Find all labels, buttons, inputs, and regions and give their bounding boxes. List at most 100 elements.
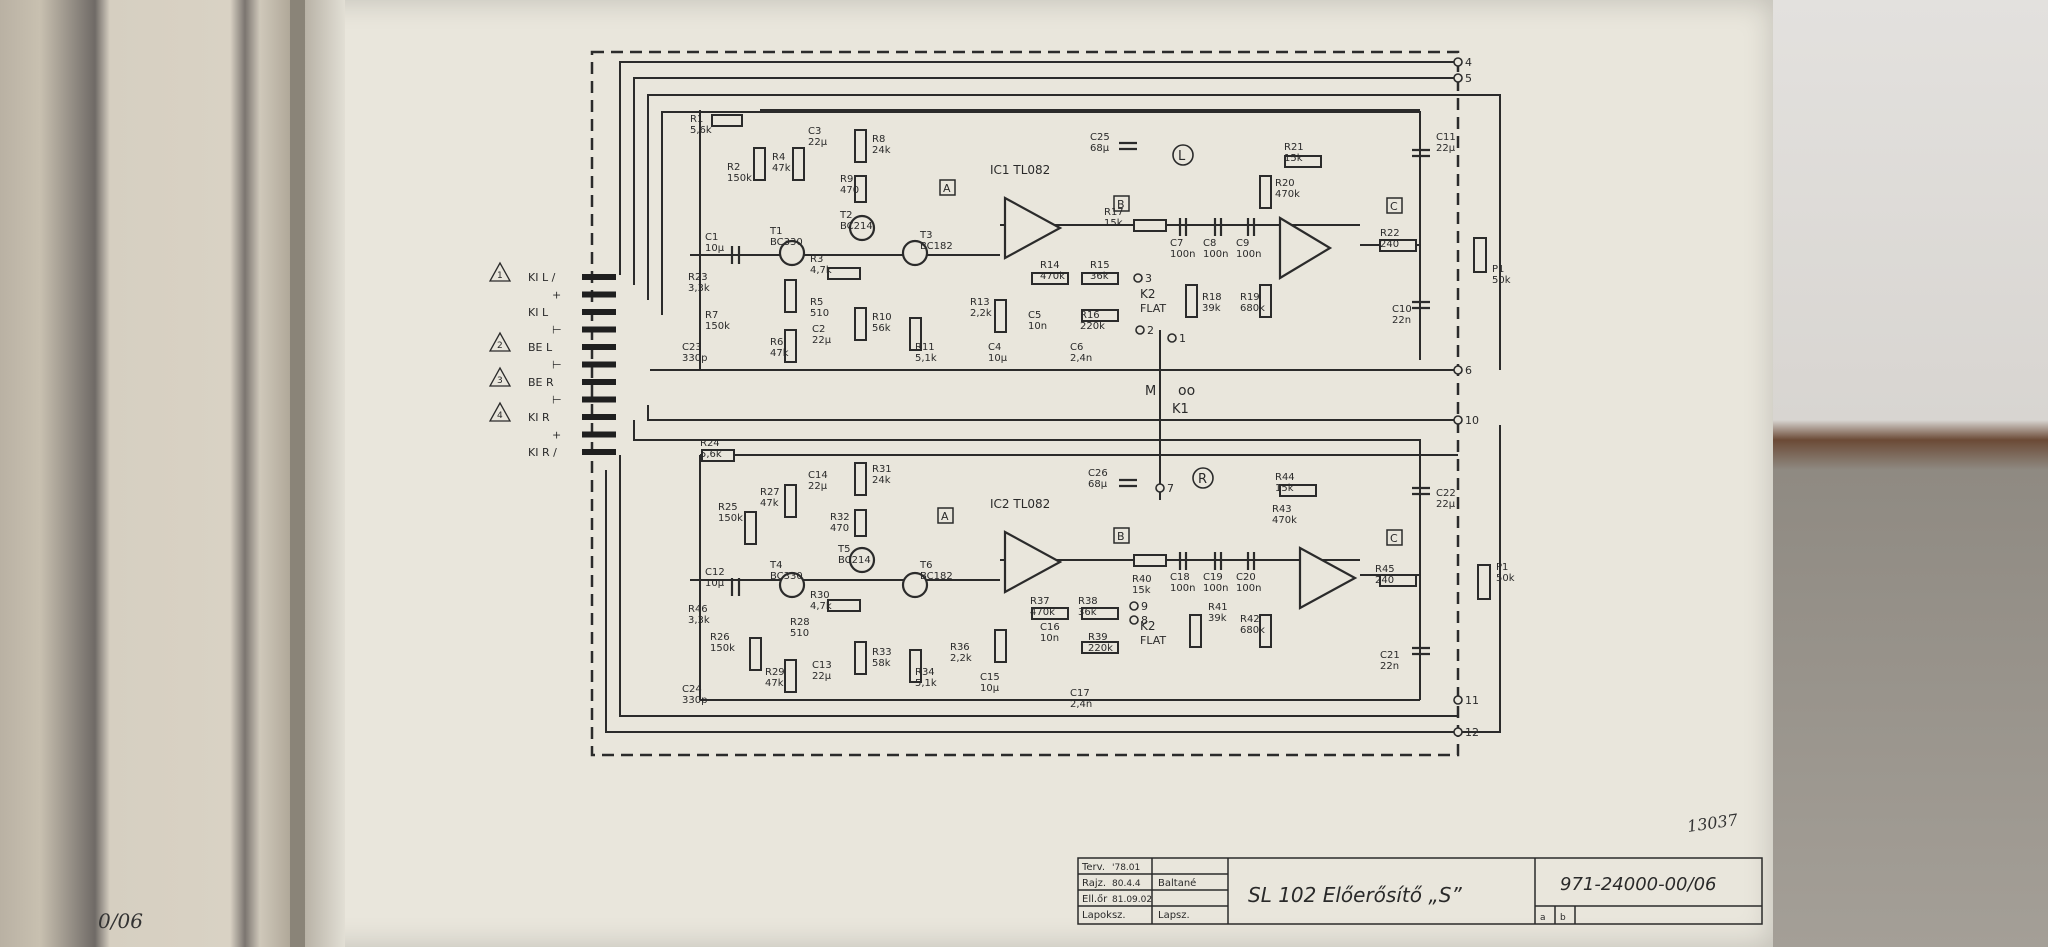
part-value: 15k xyxy=(1284,153,1303,164)
part-value: 5,6k xyxy=(690,125,712,136)
part-id: R24 xyxy=(700,438,720,449)
part-id: R43 xyxy=(1272,504,1292,515)
part-value: 47k xyxy=(772,163,791,174)
part-id: R39 xyxy=(1088,632,1108,643)
part-id: C11 xyxy=(1436,132,1456,143)
shield-border xyxy=(590,50,1460,757)
part-value: 58k xyxy=(872,658,891,669)
part-id: T3 xyxy=(919,230,932,241)
transistors xyxy=(778,214,929,599)
part-value: 22µ xyxy=(812,671,832,682)
part-id: C19 xyxy=(1203,572,1223,583)
part-id: P1 xyxy=(1492,264,1504,275)
part-value: 100n xyxy=(1236,249,1261,260)
part-value: 50k xyxy=(1492,275,1511,286)
part-id: R5 xyxy=(810,297,823,308)
part-value: 150k xyxy=(727,173,752,184)
component-labels: R15,6kR2150kC110µR233,3kR7150kC23330pT1B… xyxy=(682,114,1515,710)
part-value: 470k xyxy=(1030,607,1055,618)
transistor-t6 xyxy=(901,571,929,599)
connector-pin xyxy=(582,361,616,368)
switch-mode: M xyxy=(1145,384,1156,399)
terminal-dot xyxy=(1155,483,1165,493)
terminal-dot xyxy=(1453,73,1463,83)
connector-pin xyxy=(582,396,616,403)
op-amps xyxy=(1003,196,1358,610)
switch-k2-bottom: K2 xyxy=(1140,619,1156,633)
part-id: R30 xyxy=(810,590,830,601)
part-value: 47k xyxy=(760,498,779,509)
part-value: 5,6k xyxy=(700,449,722,460)
warning-number: 2 xyxy=(497,341,503,351)
resistors xyxy=(701,114,1491,693)
part-id: R18 xyxy=(1202,292,1222,303)
channel-r-circle xyxy=(1192,467,1214,489)
part-id: R6 xyxy=(770,337,783,348)
terminal-dot xyxy=(1135,325,1145,335)
title-block-date: '78.01 xyxy=(1112,863,1140,873)
part-id: R8 xyxy=(872,134,885,145)
switch-k1: K1 xyxy=(1172,402,1189,417)
connector-pin-sign: ⊢ xyxy=(552,394,562,407)
terminal-dot xyxy=(1453,695,1463,705)
terminal-dot xyxy=(1453,57,1463,67)
switch-k2-top: K2 xyxy=(1140,287,1156,301)
channel-l-tag: L xyxy=(1178,149,1186,164)
part-value: 240 xyxy=(1380,239,1399,250)
part-id: R34 xyxy=(915,667,935,678)
title-block-role: Ell.őr xyxy=(1082,893,1108,905)
part-id: R1 xyxy=(690,114,703,125)
part-id: R11 xyxy=(915,342,935,353)
part-value: 68µ xyxy=(1090,143,1110,154)
part-id: C5 xyxy=(1028,310,1041,321)
part-id: C24 xyxy=(682,684,702,695)
part-id: R21 xyxy=(1284,142,1304,153)
title-block-date: 80.4.4 xyxy=(1112,879,1141,889)
connector-pin xyxy=(582,449,616,455)
ic2-label: IC2 TL082 xyxy=(990,497,1050,511)
part-id: C22 xyxy=(1436,488,1456,499)
part-id: R40 xyxy=(1132,574,1152,585)
connector-pin-label: BE L xyxy=(528,341,553,354)
part-value: 100n xyxy=(1170,583,1195,594)
warning-triangle-icon xyxy=(488,366,512,387)
part-id: R15 xyxy=(1090,260,1110,271)
sheet-fold xyxy=(305,0,345,947)
title-block-name: Lapsz. xyxy=(1158,910,1190,921)
part-value: BC214 xyxy=(840,221,873,232)
transistor-t3 xyxy=(901,239,929,267)
edge-note: 0/06 xyxy=(98,909,143,933)
part-id: C13 xyxy=(812,660,832,671)
part-id: R10 xyxy=(872,312,892,323)
part-value: 22µ xyxy=(808,481,828,492)
transistor-t5 xyxy=(848,546,876,574)
part-id: C18 xyxy=(1170,572,1190,583)
part-value: 10µ xyxy=(988,353,1008,364)
transistor-t2 xyxy=(848,214,876,242)
warning-triangle-icon xyxy=(488,261,512,282)
part-id: R22 xyxy=(1380,228,1400,239)
part-value: 220k xyxy=(1080,321,1105,332)
part-id: R13 xyxy=(970,297,990,308)
warning-number: 4 xyxy=(497,411,503,421)
part-value: 2,4n xyxy=(1070,699,1092,710)
marker-b-bottom: B xyxy=(1117,530,1125,543)
ic1-label: IC1 TL082 xyxy=(990,163,1050,177)
terminal-number: 12 xyxy=(1465,726,1479,739)
terminal-dot xyxy=(1453,365,1463,375)
switch-flat-bottom: FLAT xyxy=(1140,634,1166,647)
connector-pin-sign: + xyxy=(552,289,561,302)
part-value: 4,7k xyxy=(810,265,832,276)
part-value: 2,4n xyxy=(1070,353,1092,364)
connector-pin-label: KI R / xyxy=(528,446,557,459)
terminal-number: 11 xyxy=(1465,694,1479,707)
part-value: 10µ xyxy=(705,243,725,254)
part-id: R33 xyxy=(872,647,892,658)
part-value: 470k xyxy=(1272,515,1297,526)
part-id: R17 xyxy=(1104,207,1124,218)
capacitors xyxy=(730,141,1430,656)
channel-l-circle xyxy=(1172,144,1194,166)
terminal-number: 6 xyxy=(1465,364,1472,377)
terminal-dot xyxy=(1129,601,1139,611)
